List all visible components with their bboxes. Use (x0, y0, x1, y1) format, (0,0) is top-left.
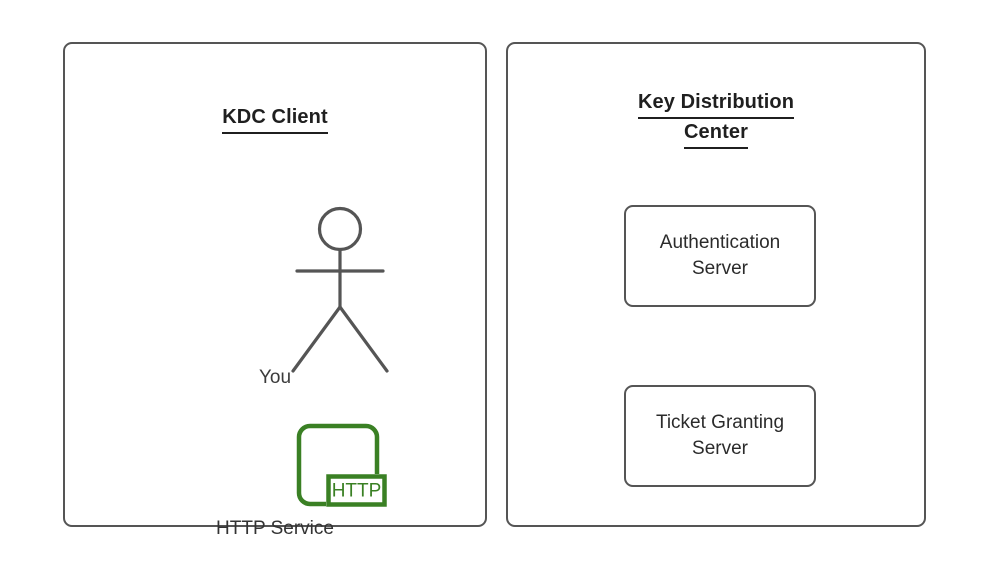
ticket-granting-server-line-2: Server (692, 438, 748, 459)
authentication-server-line-2: Server (692, 258, 748, 279)
authentication-server-box[interactable]: Authentication Server (624, 205, 816, 307)
ticket-granting-server-label: Ticket Granting Server (648, 410, 792, 462)
kdc-title-line-1: Key Distribution (637, 89, 795, 119)
kdc-title-line-2: Center (684, 119, 748, 149)
actor-label: You (258, 367, 292, 388)
http-badge-text: HTTP (332, 481, 382, 502)
ticket-granting-server-box[interactable]: Ticket Granting Server (624, 385, 816, 487)
kdc-client-panel: KDC Client You (63, 42, 487, 539)
http-service-icon: HTTP (291, 422, 389, 512)
http-service-label: HTTP Service (216, 518, 334, 539)
kdc-panel-title: Key Distribution Center (508, 89, 924, 149)
kdc-client-title: KDC Client (65, 104, 485, 134)
stick-figure-icon (272, 199, 412, 379)
authentication-server-line-1: Authentication (659, 232, 781, 253)
kdc-client-title-text: KDC Client (222, 104, 328, 134)
ticket-granting-server-line-1: Ticket Granting (655, 412, 785, 433)
authentication-server-label: Authentication Server (652, 230, 788, 282)
